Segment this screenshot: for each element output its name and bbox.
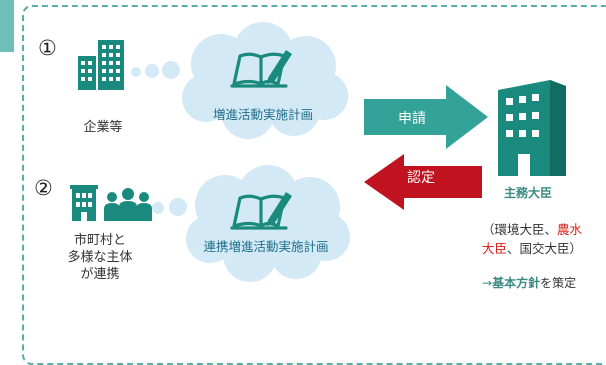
book-pen-icon (230, 50, 292, 88)
row2-number: ② (34, 176, 53, 200)
company-label: 企業等 (83, 120, 123, 135)
municipality-label-line1: 市町村と (73, 233, 126, 248)
minister-agencies: （環境大臣、農水 大臣、国交大臣） (482, 220, 582, 258)
municipality-label-line3: が連携 (80, 267, 120, 282)
plan-label-1: 増進活動実施計画 (212, 107, 313, 122)
agencies-line2-red: 大臣 (482, 241, 508, 256)
plan-cloud-1 (182, 22, 348, 139)
agencies-line1: （環境大臣、農水 (482, 220, 582, 239)
row1-number: ① (38, 36, 57, 60)
agencies-line1-red: 農水 (557, 222, 583, 237)
policy-suffix: を策定 (540, 276, 577, 290)
section-tab (0, 0, 14, 52)
book-pen-icon (230, 192, 292, 230)
municipality-label: 市町村と 多様な主体 が連携 (52, 232, 148, 283)
plan-cloud-2 (186, 165, 350, 282)
connector-dots-1 (131, 61, 180, 79)
minister-title: 主務大臣 (504, 186, 553, 200)
agencies-line1-prefix: （環境大臣、 (482, 222, 558, 237)
connector-dots-2 (152, 198, 187, 216)
agencies-line2-suffix: 、国交大臣） (507, 241, 583, 256)
apply-label: 申請 (398, 111, 426, 127)
certify-label: 認定 (407, 170, 435, 186)
government-building-icon (498, 80, 566, 176)
policy-note: →基本方針を策定 (482, 274, 576, 291)
agencies-line2: 大臣、国交大臣） (482, 239, 582, 258)
office-buildings-icon (78, 40, 124, 90)
policy-arrow: → (482, 276, 493, 290)
municipality-label-line2: 多様な主体 (67, 250, 133, 265)
certify-arrow (364, 154, 482, 210)
policy-bold: 基本方針 (492, 276, 541, 290)
plan-label-2: 連携増進活動実施計画 (203, 239, 329, 254)
city-hall-people-icon (70, 185, 152, 221)
apply-arrow (364, 85, 488, 149)
